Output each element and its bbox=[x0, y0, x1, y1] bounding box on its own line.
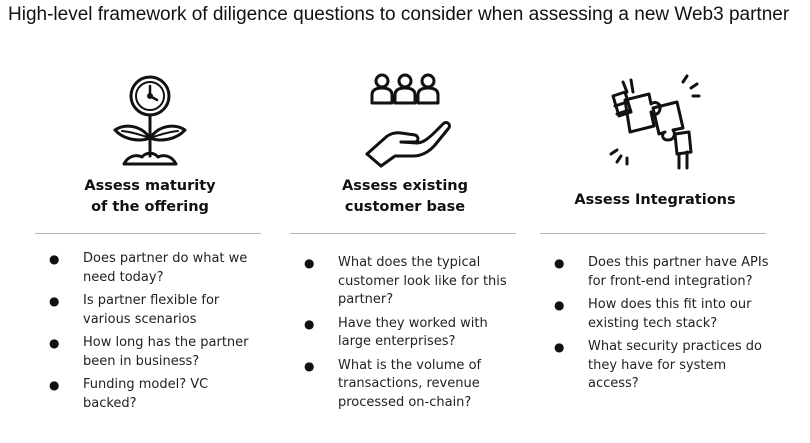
bullet-icon: ● bbox=[554, 298, 565, 312]
puzzle-hands-icon bbox=[540, 72, 770, 172]
heading-line-2: customer base bbox=[344, 199, 466, 215]
heading-line-1: Assess maturity bbox=[84, 178, 216, 194]
bullet-icon: ● bbox=[49, 252, 60, 266]
question-item: ● Is partner flexible for various scenari… bbox=[35, 292, 265, 329]
question-text: What does the typical customer look like… bbox=[338, 255, 507, 307]
heading-line-1: Assess Integrations bbox=[574, 192, 736, 208]
customers-hand-icon bbox=[290, 72, 520, 172]
question-text: What security practices do they have for… bbox=[588, 339, 763, 391]
question-item: ● Have they worked with large enterprises… bbox=[290, 315, 520, 352]
question-text: How long has the partner been in busines… bbox=[83, 335, 249, 369]
column-heading: Assess maturity of the offering bbox=[35, 176, 265, 218]
question-list: ● Does this partner have APIs for front-e… bbox=[540, 254, 770, 399]
bullet-icon: ● bbox=[304, 256, 315, 270]
column-heading: Assess existing customer base bbox=[290, 176, 520, 218]
question-list: ● Does partner do what we need today? ● Is… bbox=[35, 250, 265, 418]
question-item: ● What does the typical customer look lik… bbox=[290, 254, 520, 310]
question-item: ● How does this fit into our existing tec… bbox=[540, 296, 770, 333]
question-item: ● How long has the partner been in busine… bbox=[35, 334, 265, 371]
divider bbox=[35, 233, 261, 234]
question-text: What is the volume of transactions, reve… bbox=[338, 357, 482, 410]
heading-line-1: Assess existing bbox=[341, 178, 469, 194]
plant-clock-icon bbox=[35, 72, 265, 172]
divider bbox=[540, 233, 766, 234]
heading-line-2: of the offering bbox=[91, 199, 209, 215]
divider bbox=[290, 233, 516, 234]
bullet-icon: ● bbox=[49, 294, 60, 308]
bullet-icon: ● bbox=[304, 358, 315, 373]
question-item: ● Funding model? VC backed? bbox=[35, 376, 265, 413]
question-list: ● What does the typical customer look lik… bbox=[290, 254, 520, 417]
bullet-icon: ● bbox=[49, 336, 60, 350]
bullet-icon: ● bbox=[304, 316, 315, 331]
question-text: How does this fit into our existing tech… bbox=[588, 297, 752, 331]
question-text: Is partner flexible for various scenario… bbox=[83, 293, 220, 327]
question-item: ● What is the volume of transactions, rev… bbox=[290, 357, 520, 413]
column-heading: Assess Integrations bbox=[540, 190, 770, 211]
question-item: ● Does partner do what we need today? bbox=[35, 250, 265, 287]
question-text: Have they worked with large enterprises? bbox=[338, 315, 488, 350]
question-text: Funding model? VC backed? bbox=[83, 377, 209, 411]
question-text: Does this partner have APIs for front-en… bbox=[588, 255, 769, 289]
question-item: ● What security practices do they have fo… bbox=[540, 338, 770, 394]
question-text: Does partner do what we need today? bbox=[83, 251, 248, 285]
bullet-icon: ● bbox=[554, 256, 565, 270]
bullet-icon: ● bbox=[49, 378, 60, 392]
bullet-icon: ● bbox=[554, 340, 565, 354]
page-title: High-level framework of diligence questi… bbox=[8, 4, 790, 25]
question-item: ● Does this partner have APIs for front-e… bbox=[540, 254, 770, 291]
